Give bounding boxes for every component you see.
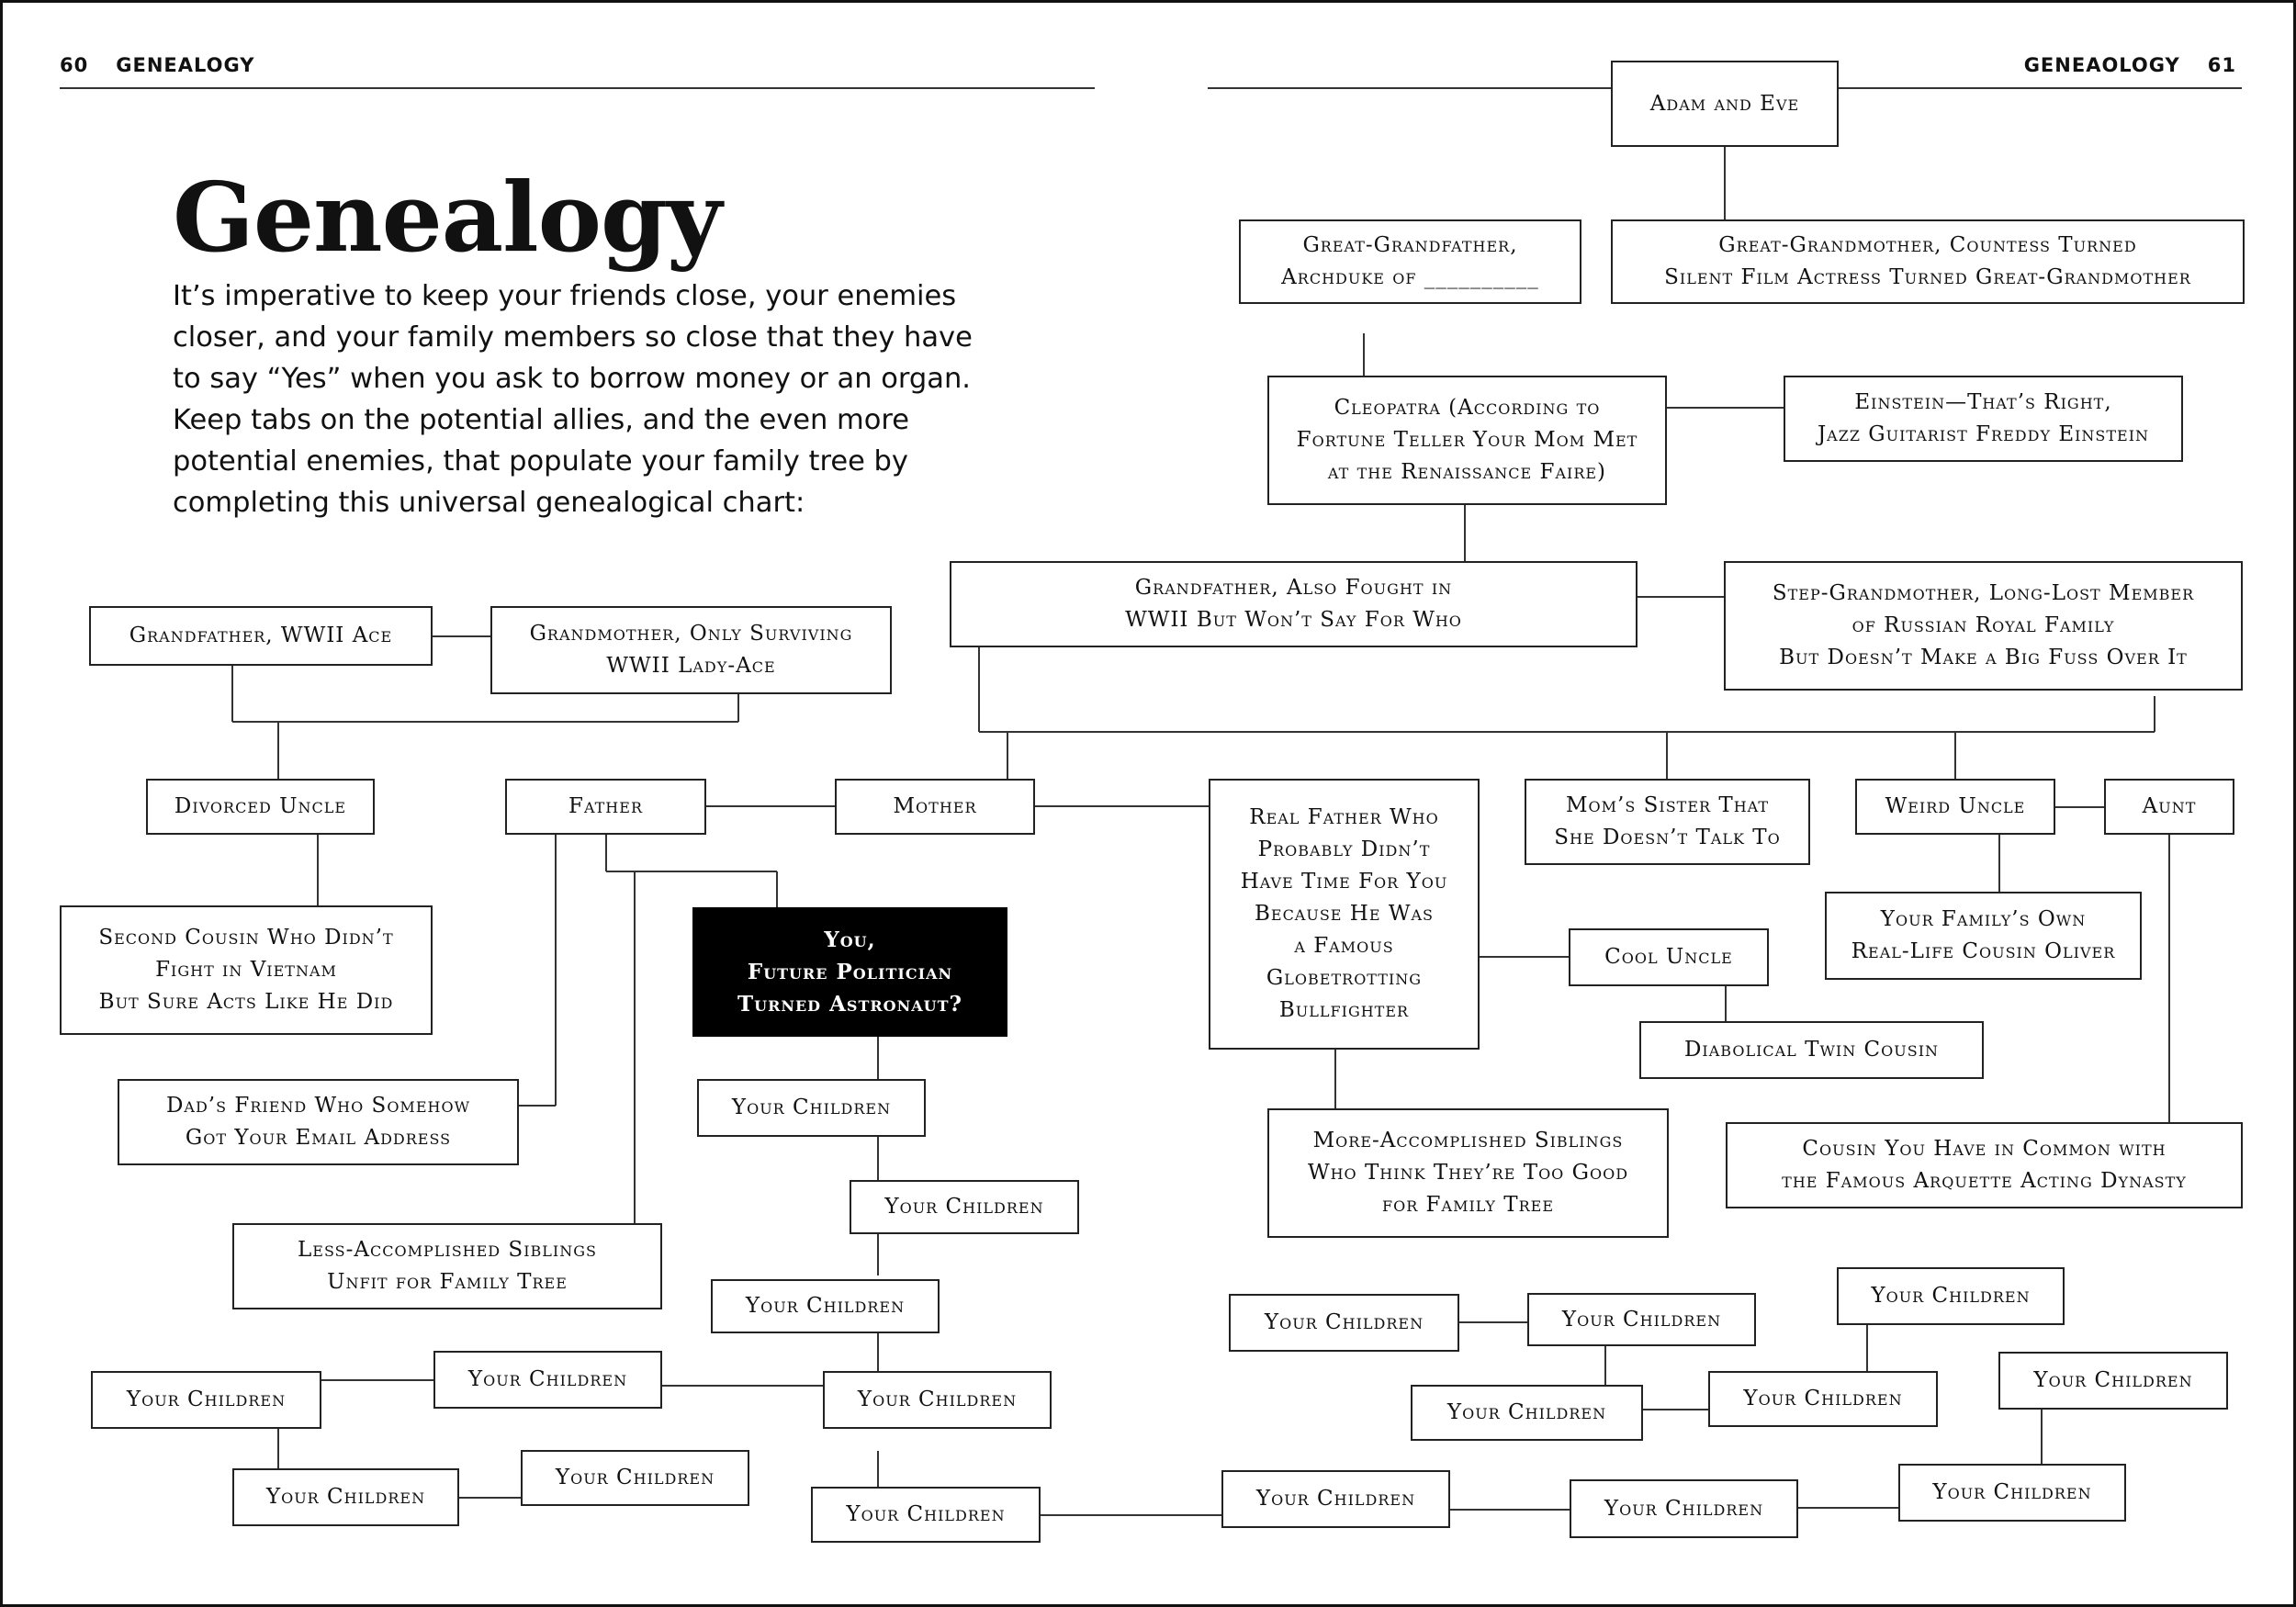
node-arquette-cousin: Cousin You Have in Common with the Famou…: [1726, 1122, 2243, 1208]
node-your-children: Your Children: [433, 1351, 662, 1409]
node-adam-and-eve: Adam and Eve: [1611, 61, 1839, 147]
family-tree-connectors: [231, 147, 2170, 1516]
node-you: You, Future Politician Turned Astronaut?: [692, 907, 1007, 1037]
node-your-children: Your Children: [1570, 1479, 1798, 1538]
node-your-children: Your Children: [1411, 1385, 1643, 1441]
node-moms-sister: Mom’s Sister That She Doesn’t Talk To: [1525, 779, 1810, 865]
node-step-grandmother: Step-Grandmother, Long-Lost Member of Ru…: [1724, 561, 2243, 691]
node-mother: Mother: [835, 779, 1035, 835]
node-your-children: Your Children: [1898, 1464, 2126, 1522]
node-cleopatra: Cleopatra (According to Fortune Teller Y…: [1267, 376, 1667, 505]
node-your-children: Your Children: [1527, 1293, 1756, 1346]
node-your-children: Your Children: [850, 1180, 1079, 1234]
left-section-title: GENEALOGY: [116, 54, 255, 76]
node-paternal-grandmother: Grandmother, Only Surviving WWII Lady-Ac…: [490, 606, 892, 694]
node-real-father: Real Father Who Probably Didn’t Have Tim…: [1209, 779, 1480, 1050]
node-second-cousin: Second Cousin Who Didn’t Fight in Vietna…: [60, 905, 433, 1035]
node-weird-uncle: Weird Uncle: [1855, 779, 2055, 835]
node-great-grandfather: Great-Grandfather, Archduke of _________…: [1239, 219, 1581, 304]
page-title: Genealogy: [173, 161, 722, 274]
node-maternal-grandfather: Grandfather, Also Fought in WWII But Won…: [950, 561, 1638, 647]
node-your-children: Your Children: [711, 1279, 940, 1333]
node-einstein: Einstein—That’s Right, Jazz Guitarist Fr…: [1784, 376, 2183, 462]
node-father: Father: [505, 779, 706, 835]
right-running-header: GENEAOLOGY 61: [2024, 54, 2236, 76]
right-section-title: GENEAOLOGY: [2023, 54, 2180, 76]
node-your-children: Your Children: [823, 1371, 1052, 1429]
node-great-grandmother: Great-Grandmother, Countess Turned Silen…: [1611, 219, 2245, 304]
node-your-children: Your Children: [1998, 1352, 2228, 1410]
node-more-accomplished-siblings: More-Accomplished Siblings Who Think The…: [1267, 1108, 1669, 1238]
node-less-accomplished-siblings: Less-Accomplished Siblings Unfit for Fam…: [232, 1223, 662, 1309]
node-your-children: Your Children: [91, 1371, 321, 1429]
node-dads-friend: Dad’s Friend Who Somehow Got Your Email …: [118, 1079, 519, 1165]
node-your-children: Your Children: [232, 1468, 459, 1526]
node-your-children: Your Children: [1229, 1294, 1459, 1352]
node-your-children: Your Children: [1221, 1470, 1450, 1528]
node-your-children: Your Children: [521, 1450, 749, 1506]
node-divorced-uncle: Divorced Uncle: [146, 779, 375, 835]
node-diabolical-twin: Diabolical Twin Cousin: [1639, 1021, 1984, 1079]
node-your-children: Your Children: [697, 1079, 926, 1137]
intro-paragraph: It’s imperative to keep your friends clo…: [173, 280, 973, 519]
node-family-cousin-oliver: Your Family’s Own Real-Life Cousin Olive…: [1825, 892, 2142, 980]
left-page-number: 60: [60, 54, 89, 76]
node-paternal-grandfather: Grandfather, WWII Ace: [89, 606, 433, 666]
left-header-rule: [60, 87, 1095, 89]
left-running-header: 60 GENEALOGY: [60, 54, 254, 76]
right-page-number: 61: [2207, 54, 2236, 76]
node-cool-uncle: Cool Uncle: [1569, 928, 1769, 986]
node-your-children: Your Children: [1708, 1371, 1938, 1427]
node-your-children: Your Children: [811, 1487, 1041, 1543]
node-aunt: Aunt: [2104, 779, 2234, 835]
node-your-children: Your Children: [1837, 1267, 2065, 1325]
